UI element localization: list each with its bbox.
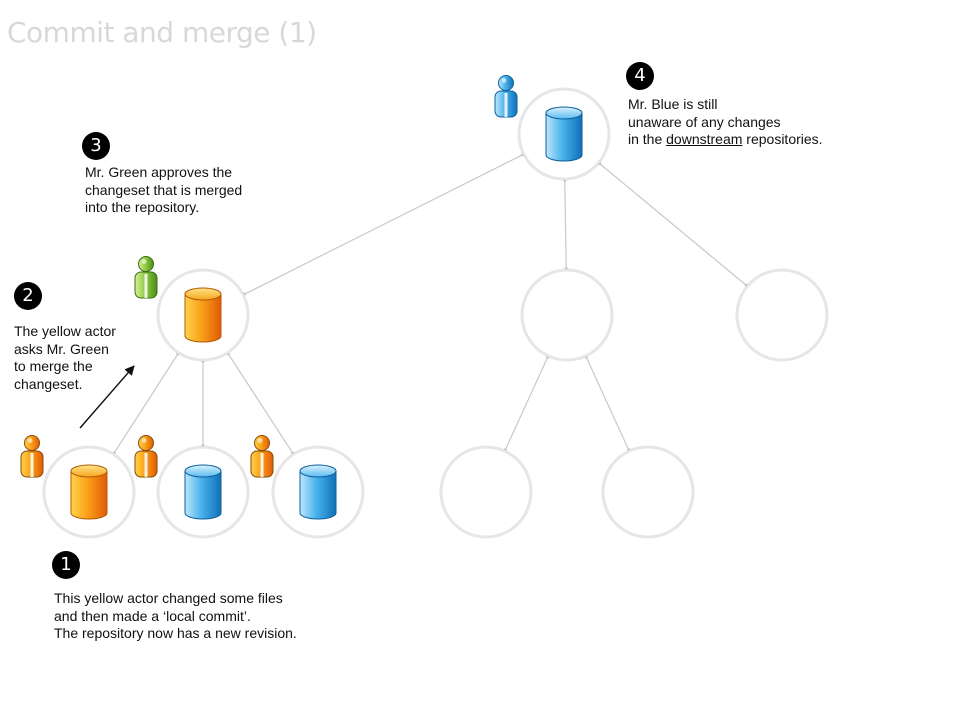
edge-mid-empty-leaf-4 [504, 355, 549, 452]
repo-node-leaf-1 [20, 435, 136, 539]
merge-request-arrow [79, 365, 135, 429]
database-icon-blue [184, 464, 222, 520]
step-4-text-before: Mr. Blue is still unaware of any changes… [628, 96, 781, 147]
edge-mid-empty-leaf-5 [585, 355, 630, 452]
database-icon-yellow [184, 287, 222, 343]
person-icon-blue [494, 75, 518, 118]
repo-node-leaf-2 [134, 435, 250, 539]
repo-node-leaf-3 [250, 435, 365, 539]
repo-node-leaf-4 [439, 445, 533, 539]
step-2-note: The yellow actor asks Mr. Green to merge… [14, 323, 116, 392]
repo-ring [520, 268, 614, 362]
database-icon-yellow [70, 464, 108, 520]
repo-ring [439, 445, 533, 539]
repo-node-root [494, 75, 611, 181]
repo-node-right-empty [735, 268, 829, 362]
step-1-note: This yellow actor changed some files and… [54, 590, 297, 641]
repo-ring [735, 268, 829, 362]
person-icon-yellow [20, 435, 44, 478]
step-4-text-after: repositories. [742, 131, 823, 147]
edge-root-right-empty [598, 162, 748, 287]
step-4-text-underlined: downstream [666, 131, 743, 147]
step-1-badge: 1 [52, 551, 80, 579]
person-icon-yellow [250, 435, 274, 478]
edge-root-green-repo [242, 153, 525, 296]
step-3-badge: 3 [82, 132, 110, 160]
repo-ring [601, 445, 695, 539]
step-4-badge: 4 [626, 62, 654, 90]
person-icon-green [134, 256, 158, 299]
slide-title: Commit and merge (1) [7, 16, 317, 49]
database-icon-blue [545, 106, 583, 162]
repo-node-green-repo [134, 256, 250, 362]
step-2-badge: 2 [14, 282, 42, 310]
step-4-note: Mr. Blue is still unaware of any changes… [628, 96, 823, 149]
step-3-note: Mr. Green approves the changeset that is… [85, 164, 243, 215]
database-icon-blue [299, 464, 337, 520]
edge-root-mid-empty [564, 178, 567, 271]
person-icon-yellow [134, 435, 158, 478]
repo-node-leaf-5 [601, 445, 695, 539]
repo-node-mid-empty [520, 268, 614, 362]
edge-green-repo-leaf-1 [112, 352, 180, 455]
edge-green-repo-leaf-3 [227, 352, 294, 455]
